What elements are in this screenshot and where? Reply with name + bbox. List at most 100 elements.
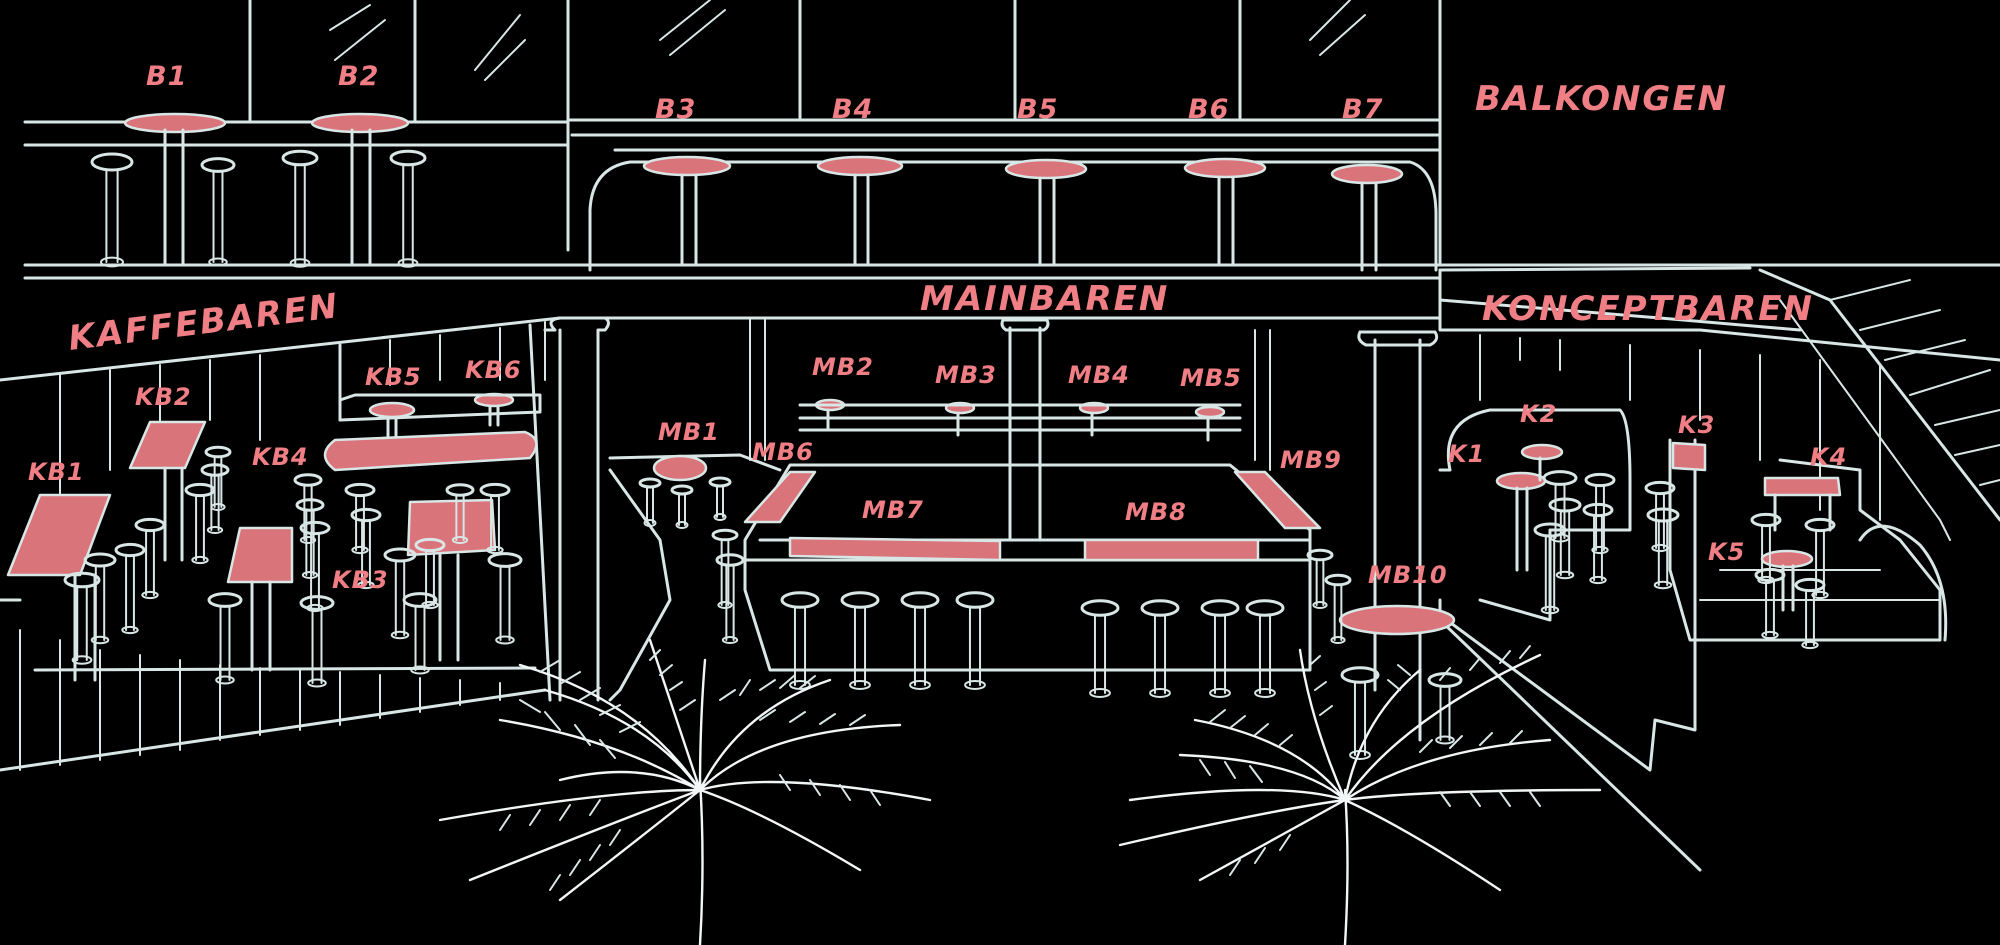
bar-stool bbox=[638, 477, 662, 527]
label-mb1: MB1 bbox=[658, 418, 720, 446]
table-mb7 bbox=[788, 536, 1002, 562]
label-mb4: MB4 bbox=[1068, 361, 1130, 389]
bar-stool bbox=[63, 571, 101, 665]
label-mb3: MB3 bbox=[935, 361, 997, 389]
area-label-balkongen: BALKONGEN bbox=[1475, 79, 1728, 119]
table-kb4 bbox=[226, 526, 294, 672]
table-mb1 bbox=[652, 454, 708, 482]
table-labels: B1 B2 B3 B4 B5 B6 B7 KB1 KB2 KB3 KB4 KB5… bbox=[28, 61, 1847, 594]
bar-stool bbox=[1245, 599, 1285, 698]
label-kb2: KB2 bbox=[135, 383, 192, 411]
bar-stool bbox=[840, 591, 880, 690]
label-b4: B4 bbox=[832, 94, 873, 125]
label-kb5: KB5 bbox=[365, 363, 422, 391]
bar-stool bbox=[350, 507, 382, 590]
bar-stool bbox=[670, 484, 694, 529]
bar-stools bbox=[63, 149, 1836, 760]
table-kb2 bbox=[128, 420, 207, 562]
bar-stool bbox=[1324, 573, 1352, 644]
bar-stool bbox=[344, 482, 376, 555]
area-label-konceptbaren: KONCEPTBAREN bbox=[1482, 289, 1814, 329]
palm-tree-left bbox=[438, 638, 932, 945]
table-k1 bbox=[1495, 471, 1547, 572]
table-b2 bbox=[310, 112, 410, 267]
bar-stool bbox=[487, 552, 523, 645]
building-structure bbox=[0, 0, 2000, 872]
label-mb8: MB8 bbox=[1125, 498, 1187, 526]
label-k3: K3 bbox=[1678, 411, 1715, 439]
bar-stool bbox=[715, 553, 745, 644]
label-k1: K1 bbox=[1448, 440, 1485, 468]
bar-stool bbox=[402, 592, 438, 675]
bar-stool bbox=[184, 482, 216, 565]
label-mb9: MB9 bbox=[1280, 446, 1342, 474]
bar-stool bbox=[414, 537, 446, 610]
bar-stool bbox=[134, 517, 166, 600]
bar-stool bbox=[204, 445, 232, 511]
bar-stool bbox=[207, 592, 243, 685]
bar-stool bbox=[1140, 599, 1180, 698]
bar-stool bbox=[711, 528, 739, 609]
label-b6: B6 bbox=[1188, 94, 1229, 125]
bar-stool bbox=[955, 591, 995, 690]
bar-stool bbox=[900, 591, 940, 690]
bar-stool bbox=[1200, 599, 1240, 698]
label-kb1: KB1 bbox=[28, 458, 85, 486]
bar-stool bbox=[1548, 497, 1582, 580]
label-b5: B5 bbox=[1017, 94, 1058, 125]
bar-stool bbox=[200, 157, 236, 267]
table-mb8 bbox=[1083, 538, 1260, 562]
table-kb-long bbox=[323, 430, 538, 472]
bar-stool bbox=[780, 591, 820, 690]
palm-tree-right bbox=[1118, 645, 1602, 945]
bar-stool bbox=[1794, 577, 1826, 650]
table-b7 bbox=[1330, 163, 1404, 272]
table-kb5 bbox=[368, 401, 416, 442]
table-b4 bbox=[816, 155, 904, 267]
label-b1: B1 bbox=[146, 61, 187, 92]
bar-stool bbox=[1306, 548, 1334, 609]
table-b3 bbox=[642, 155, 732, 267]
table-b5 bbox=[1004, 158, 1088, 267]
label-b7: B7 bbox=[1342, 94, 1383, 125]
label-mb10: MB10 bbox=[1368, 561, 1448, 589]
label-b2: B2 bbox=[338, 61, 379, 92]
table-k2 bbox=[1520, 443, 1564, 482]
bar-stool bbox=[1533, 522, 1567, 615]
table-kb3 bbox=[406, 498, 497, 662]
bar-stool bbox=[1582, 502, 1614, 585]
label-mb7: MB7 bbox=[862, 496, 924, 524]
table-kb6 bbox=[473, 392, 515, 427]
bar-stool bbox=[83, 552, 117, 645]
bar-stool bbox=[1080, 599, 1120, 698]
label-mb6: MB6 bbox=[752, 438, 814, 466]
bar-stool bbox=[1584, 472, 1616, 555]
bar-stool bbox=[1340, 666, 1380, 760]
label-k2: K2 bbox=[1520, 400, 1557, 428]
table-mb5 bbox=[1194, 405, 1226, 442]
bar-stool bbox=[389, 149, 427, 268]
bar-stool bbox=[299, 595, 335, 688]
table-b1 bbox=[123, 112, 227, 267]
table-b6 bbox=[1183, 157, 1267, 267]
label-kb4: KB4 bbox=[252, 443, 309, 471]
table-mb6 bbox=[743, 470, 817, 524]
label-k5: K5 bbox=[1708, 538, 1745, 566]
label-kb6: KB6 bbox=[465, 356, 522, 384]
table-k3 bbox=[1671, 441, 1707, 472]
label-b3: B3 bbox=[655, 94, 696, 125]
bar-stool bbox=[708, 476, 732, 521]
label-mb2: MB2 bbox=[812, 353, 874, 381]
tables bbox=[6, 112, 1842, 682]
bar-stool bbox=[479, 482, 511, 555]
label-mb5: MB5 bbox=[1180, 364, 1242, 392]
label-kb3: KB3 bbox=[332, 566, 389, 594]
bar-stool bbox=[1754, 567, 1786, 640]
bar-stool bbox=[1646, 507, 1680, 590]
table-mb10 bbox=[1338, 604, 1456, 636]
bar-stool bbox=[445, 483, 475, 544]
bar-stool bbox=[90, 152, 134, 268]
table-mb9 bbox=[1233, 470, 1322, 530]
label-k4: K4 bbox=[1810, 443, 1847, 471]
